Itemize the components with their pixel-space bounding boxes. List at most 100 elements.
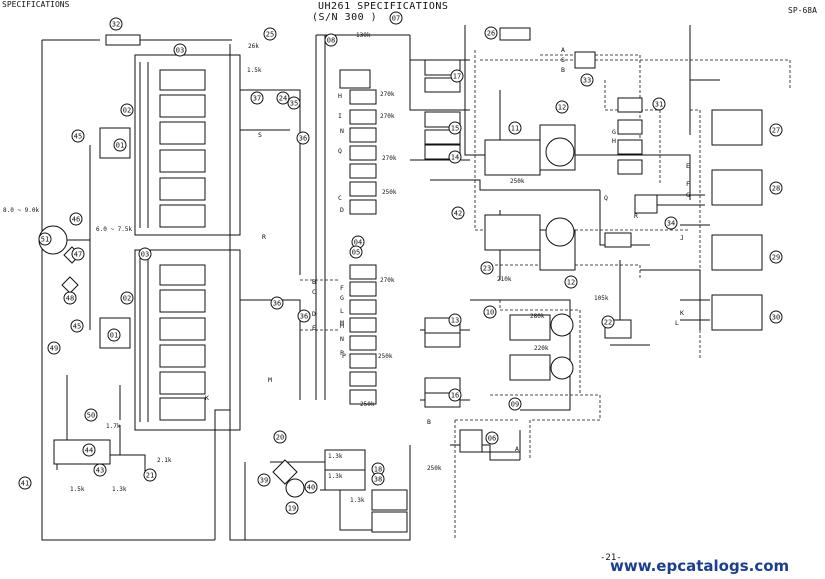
port-label-G: G: [340, 294, 344, 302]
callout-41: 41: [18, 476, 32, 490]
port-label-C: C: [338, 194, 342, 202]
callout-number: 42: [454, 210, 462, 218]
callout-circle: [451, 206, 465, 220]
pressure-setting: 250k: [360, 401, 375, 408]
callout-number: 02: [123, 107, 131, 115]
component-block: [574, 51, 596, 69]
port-label-F: F: [340, 284, 344, 292]
pressure-setting: 1.3k: [328, 453, 343, 460]
callout-number: 29: [772, 254, 780, 262]
callout-23: 23: [480, 261, 494, 275]
callout-38: 38: [371, 472, 385, 486]
component-block: [349, 299, 377, 315]
callout-circle: [138, 247, 152, 261]
callout-circle: [276, 91, 290, 105]
callout-number: 15: [451, 125, 459, 133]
callout-circle: [287, 96, 301, 110]
callout-number: 03: [141, 251, 149, 259]
callout-37: 37: [250, 91, 264, 105]
pilot-line: [300, 279, 340, 331]
callout-circle: [448, 121, 462, 135]
pilot-line: [495, 264, 641, 280]
header-section-label: SPECIFICATIONS: [2, 0, 70, 9]
callout-number: 24: [279, 95, 287, 103]
callout-24: 24: [276, 91, 290, 105]
callout-number: 22: [604, 319, 612, 327]
port-label-Q: Q: [604, 194, 608, 202]
callout-number: 01: [116, 142, 124, 150]
callout-36: 36: [297, 309, 311, 323]
callout-45: 45: [70, 319, 84, 333]
component-block: [617, 97, 643, 113]
callout-number: 36: [299, 135, 307, 143]
callout-circle: [109, 17, 123, 31]
component-block: [349, 145, 377, 161]
callout-circle: [448, 313, 462, 327]
component-block: [424, 77, 461, 93]
callout-circle: [70, 319, 84, 333]
callout-circle: [324, 33, 338, 47]
callout-circle: [448, 388, 462, 402]
callout-number: 08: [327, 37, 335, 45]
pressure-setting: 210k: [497, 276, 512, 283]
component-block: [159, 289, 206, 313]
callout-32: 32: [109, 17, 123, 31]
pump-circle: [550, 313, 574, 337]
pipe-line: [229, 44, 411, 541]
component-block: [711, 294, 763, 331]
pipe-line: [139, 62, 149, 228]
callout-number: 13: [451, 317, 459, 325]
component-block: [159, 177, 206, 201]
callout-circle: [63, 291, 77, 305]
component-block: [159, 344, 206, 368]
port-label-Q: Q: [338, 147, 342, 155]
callout-circle: [769, 310, 783, 324]
callout-circle: [450, 69, 464, 83]
port-label-A: A: [515, 445, 519, 453]
callout-21: 21: [143, 468, 157, 482]
callout-number: 12: [567, 279, 575, 287]
callout-number: 30: [772, 314, 780, 322]
diagram-title: UH261 SPECIFICATIONS: [318, 1, 449, 12]
component-block: [371, 511, 408, 533]
pipe-line: [464, 25, 691, 200]
callout-01: 01: [113, 138, 127, 152]
callout-circle: [371, 472, 385, 486]
callout-number: 19: [288, 505, 296, 513]
callout-34: 34: [664, 216, 678, 230]
callout-number: 06: [488, 435, 496, 443]
port-label-K: K: [680, 309, 684, 317]
callout-05: 05: [349, 245, 363, 259]
callout-26: 26: [484, 26, 498, 40]
pressure-setting: 270k: [382, 155, 397, 162]
component-block: [349, 353, 377, 369]
callout-number: 18: [374, 466, 382, 474]
port-label-P: P: [340, 349, 344, 357]
callout-circle: [257, 473, 271, 487]
pressure-setting: 270k: [380, 277, 395, 284]
component-block: [349, 109, 377, 125]
component-block: [484, 214, 541, 251]
component-block: [349, 281, 377, 297]
port-label-E: E: [686, 162, 690, 170]
component-block: [349, 335, 377, 351]
pressure-setting: 1.5k: [70, 486, 85, 493]
callout-number: 33: [583, 77, 591, 85]
component-block: [349, 199, 377, 215]
pipe-line: [315, 35, 326, 400]
component-block: [424, 332, 461, 348]
port-label-N: N: [340, 127, 344, 135]
pressure-setting: 250k: [510, 178, 525, 185]
callout-number: 25: [266, 31, 274, 39]
port-label-F: F: [686, 180, 690, 188]
callout-number: 04: [354, 239, 362, 247]
callout-number: 14: [451, 154, 459, 162]
pilot-line: [454, 419, 520, 540]
callout-39: 39: [257, 473, 271, 487]
port-label-H: H: [338, 92, 342, 100]
component-block: [159, 204, 206, 228]
port-label-S: S: [258, 131, 262, 139]
callout-circle: [555, 100, 569, 114]
callout-circle: [564, 275, 578, 289]
component-block: [159, 149, 206, 173]
